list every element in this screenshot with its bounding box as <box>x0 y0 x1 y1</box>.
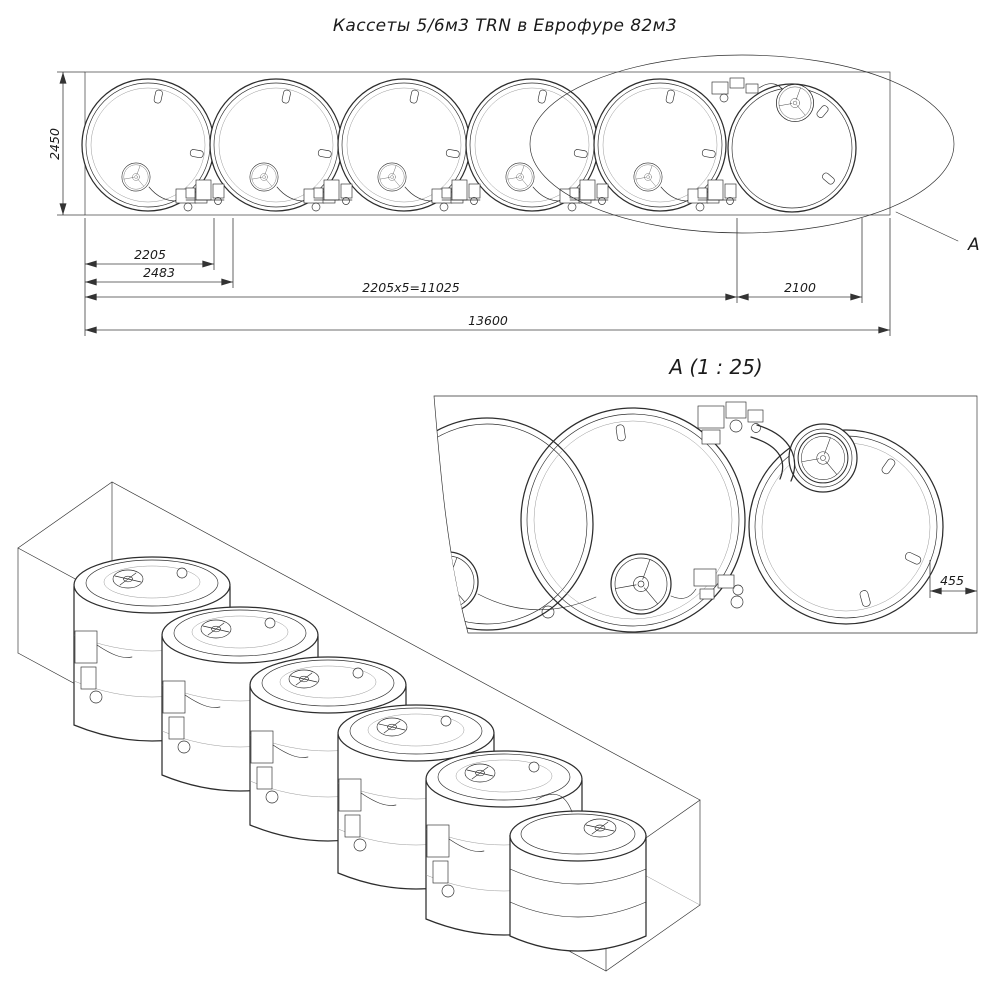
drawing-title: Кассеты 5/6м3 TRN в Еврофуре 82м3 <box>333 16 677 36</box>
detail-view-a: А (1 : 25) <box>433 355 978 634</box>
dim-end-section-label: 2100 <box>784 280 816 295</box>
iso-tank-6-handwheel <box>583 818 617 838</box>
dim-detail-offset: 455 <box>929 560 977 598</box>
detail-tank-middle <box>520 407 746 633</box>
detail-manhole-handwheel <box>788 423 858 493</box>
dim-total-length: 13600 <box>85 313 890 334</box>
main-dimensions: 2450 2205 2483 2205х5=11025 2100 <box>47 71 891 336</box>
isometric-view <box>17 481 701 972</box>
dim-detail-offset-label: 455 <box>940 573 964 588</box>
detail-top-equipment <box>697 401 764 445</box>
dim-pitch-total: 2205х5=11025 <box>85 280 737 301</box>
iso-tank-6 <box>509 810 647 952</box>
dim-trailer-height-label: 2450 <box>47 128 62 160</box>
detail-content <box>434 401 944 633</box>
iso-transfer-pipe <box>535 793 573 813</box>
tank-6-handwheel <box>776 84 814 122</box>
detail-pipe <box>756 424 796 482</box>
detail-tank-right <box>748 429 944 625</box>
dim-trailer-height: 2450 <box>47 71 85 216</box>
dim-pitch-total-label: 2205х5=11025 <box>362 280 459 295</box>
dim-first-section: 2483 <box>85 265 233 286</box>
detail-handwheel-left <box>434 551 479 613</box>
main-side-view: А <box>82 54 980 255</box>
detail-a-marker: А <box>967 235 980 255</box>
detail-a-leader <box>895 211 959 242</box>
detail-view-label: А (1 : 25) <box>667 355 762 379</box>
dim-cassette-pitch: 2205 <box>85 247 214 268</box>
detail-lower-equipment <box>693 568 744 600</box>
detail-tank-left <box>434 417 594 631</box>
tank-6-top-equipment <box>711 77 786 103</box>
dim-end-section: 2100 <box>737 280 862 301</box>
dim-total-length-label: 13600 <box>468 313 508 328</box>
dim-cassette-pitch-label: 2205 <box>134 247 166 262</box>
dim-first-section-label: 2483 <box>143 265 175 280</box>
detail-a-indicator-ellipse <box>529 54 955 234</box>
detail-handwheel-middle <box>610 553 672 615</box>
